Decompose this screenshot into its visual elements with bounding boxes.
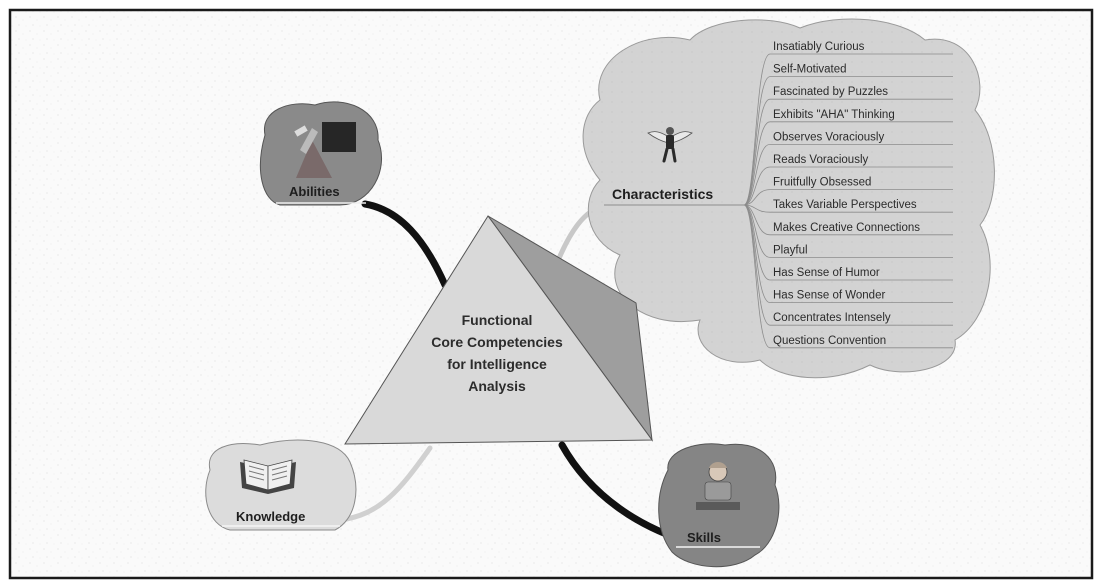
- hammer-anvil-icon: [294, 122, 356, 178]
- central-pyramid[interactable]: Functional Core Competencies for Intelli…: [344, 215, 653, 445]
- center-title-line-2: Core Competencies: [431, 334, 563, 350]
- characteristic-connector: [743, 53, 771, 206]
- characteristic-connector: [743, 98, 771, 206]
- pyramid-front-face: [344, 215, 653, 445]
- branch-knowledge: [337, 445, 433, 523]
- knowledge-label: Knowledge: [236, 509, 305, 524]
- characteristic-connector: [743, 166, 771, 206]
- characteristic-item[interactable]: Insatiably Curious: [773, 41, 865, 53]
- characteristics-cloud: [582, 18, 995, 379]
- characteristic-item[interactable]: Self-Motivated: [773, 64, 847, 76]
- node-skills[interactable]: Skills: [658, 443, 780, 568]
- characteristic-item[interactable]: Takes Variable Perspectives: [773, 199, 917, 211]
- center-title-line-3: for Intelligence: [447, 356, 547, 372]
- open-book-icon: [240, 459, 296, 494]
- characteristic-item[interactable]: Questions Convention: [773, 335, 886, 347]
- center-title-line-1: Functional: [462, 312, 533, 328]
- characteristic-item[interactable]: Has Sense of Wonder: [773, 290, 885, 302]
- characteristic-item[interactable]: Makes Creative Connections: [773, 222, 920, 234]
- center-title-line-4: Analysis: [468, 378, 526, 394]
- characteristic-connector: [743, 121, 771, 206]
- characteristic-connector: [743, 76, 771, 206]
- characteristic-item[interactable]: Has Sense of Humor: [773, 267, 880, 279]
- node-abilities[interactable]: Abilities: [259, 101, 383, 206]
- branch-abilities: [361, 200, 449, 289]
- characteristic-connector: [743, 189, 771, 206]
- characteristics-label: Characteristics: [612, 186, 713, 202]
- characteristic-connector: [743, 204, 771, 349]
- node-knowledge[interactable]: Knowledge: [205, 439, 357, 531]
- characteristic-item[interactable]: Playful: [773, 244, 808, 256]
- characteristic-item[interactable]: Fascinated by Puzzles: [773, 86, 888, 98]
- skills-label: Skills: [687, 530, 721, 545]
- abilities-label: Abilities: [289, 184, 340, 199]
- characteristic-item[interactable]: Exhibits "AHA" Thinking: [773, 109, 895, 121]
- person-at-desk-icon: [696, 462, 740, 510]
- characteristic-item[interactable]: Fruitfully Obsessed: [773, 177, 871, 189]
- characteristics-connectors: [743, 53, 771, 349]
- flying-figure-icon: [647, 127, 693, 163]
- characteristics-list: Insatiably CuriousSelf-MotivatedFascinat…: [770, 41, 953, 349]
- characteristic-item[interactable]: Reads Voraciously: [773, 154, 868, 166]
- node-characteristics[interactable]: Characteristics: [604, 127, 744, 206]
- characteristic-item[interactable]: Observes Voraciously: [773, 131, 884, 143]
- characteristic-connector: [743, 144, 771, 206]
- characteristic-item[interactable]: Concentrates Intensely: [773, 312, 891, 324]
